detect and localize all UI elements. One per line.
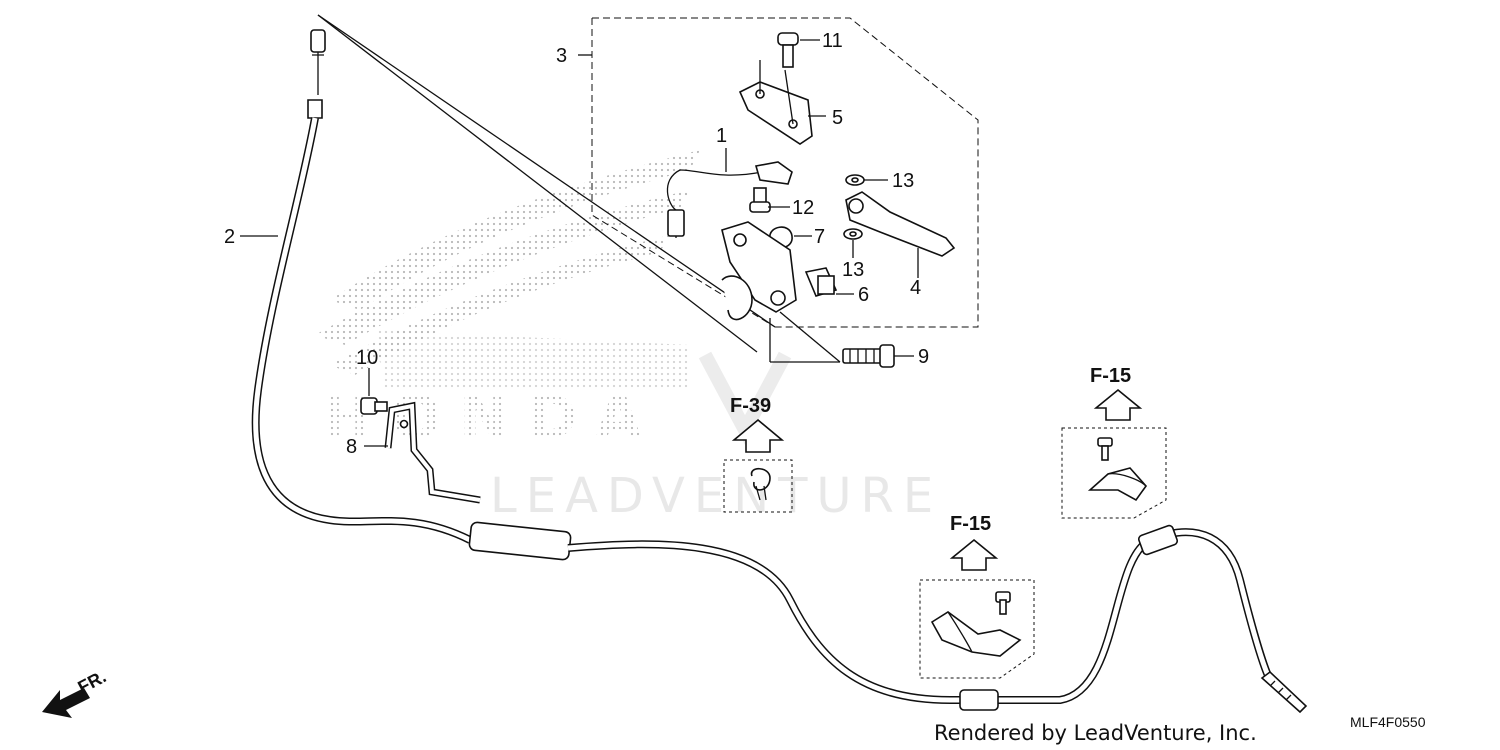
lv-logo-watermark xyxy=(698,351,792,445)
clip-6 xyxy=(804,267,838,297)
lever-holder xyxy=(721,221,797,321)
screw-11 xyxy=(777,32,799,68)
leader-lines xyxy=(240,39,919,447)
cable-guide-bracket xyxy=(384,401,481,504)
ref-f15-top: F-15 xyxy=(1061,365,1167,519)
ref-f15-bottom-label: F-15 xyxy=(950,513,991,535)
callout-5: 5 xyxy=(832,107,843,129)
callout-13-top: 13 xyxy=(892,170,914,192)
callout-12: 12 xyxy=(792,197,814,219)
ref-f39-label: F-39 xyxy=(730,395,771,417)
callout-4: 4 xyxy=(910,277,921,299)
assembly-3-outline xyxy=(317,14,979,353)
bolt-10 xyxy=(360,397,388,415)
ref-f39: F-39 xyxy=(723,395,793,513)
screw-12 xyxy=(749,187,771,213)
rendered-by-credit: Rendered by LeadVenture, Inc. xyxy=(934,721,1257,745)
honda-watermark-text: HONDA xyxy=(322,383,660,453)
callout-10: 10 xyxy=(356,347,378,369)
washer-13-top xyxy=(845,174,865,186)
clutch-lever-4 xyxy=(845,191,956,257)
callout-11: 11 xyxy=(822,30,843,52)
bolt-9 xyxy=(842,344,895,368)
callout-8: 8 xyxy=(346,436,357,458)
washer-13-bottom xyxy=(843,228,863,240)
front-direction-arrow-icon: FR. xyxy=(42,666,109,718)
leadventure-watermark: LEADVENTURE xyxy=(490,468,942,524)
ref-f15-bottom: F-15 xyxy=(919,513,1035,679)
callout-3: 3 xyxy=(556,45,567,67)
callout-2: 2 xyxy=(224,226,235,248)
callout-1: 1 xyxy=(716,125,727,147)
cover-5 xyxy=(738,60,813,145)
clutch-switch-1 xyxy=(666,161,793,238)
callout-7: 7 xyxy=(814,226,825,248)
callout-9: 9 xyxy=(918,346,929,368)
ref-f15-top-label: F-15 xyxy=(1090,365,1131,387)
diagram-code: MLF4F0550 xyxy=(1350,714,1426,730)
callout-13-bottom: 13 xyxy=(842,259,864,281)
clutch-cable xyxy=(251,29,1308,714)
callout-6: 6 xyxy=(858,284,869,306)
